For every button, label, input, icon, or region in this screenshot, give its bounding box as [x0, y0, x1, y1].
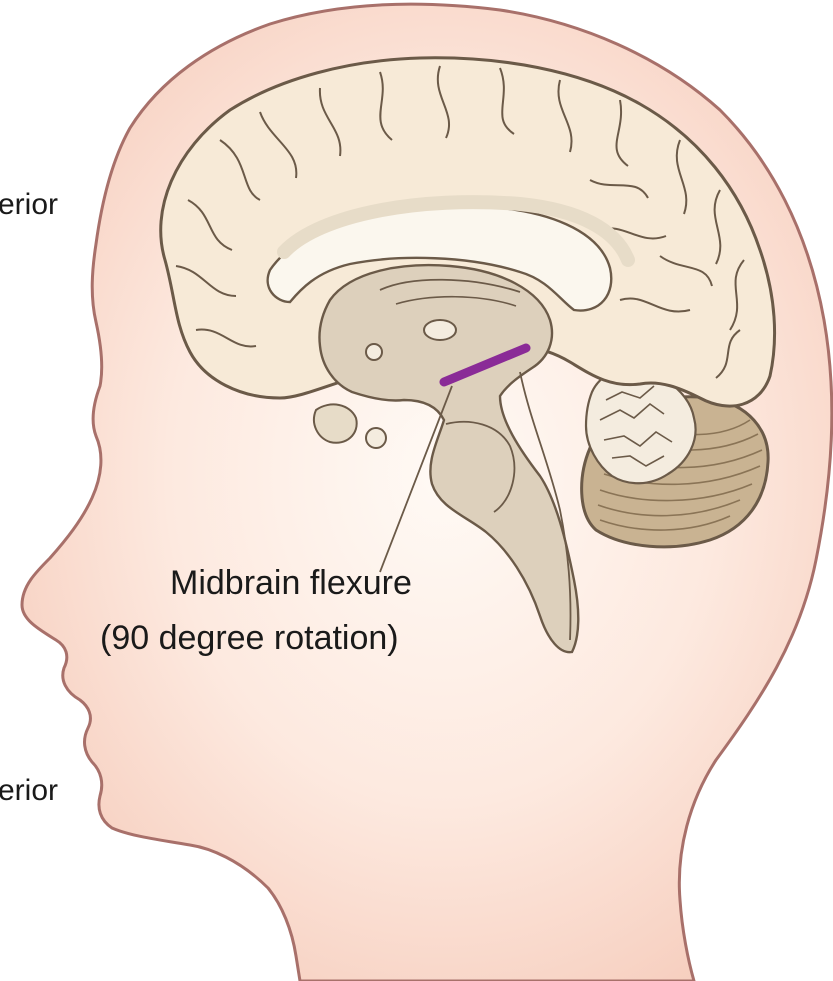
rotation-note-label: (90 degree rotation): [100, 621, 399, 655]
anterior-commissure: [366, 344, 382, 360]
midbrain-flexure-label: Midbrain flexure: [170, 566, 412, 600]
pituitary-stalk: [314, 404, 357, 442]
mammillary-body: [366, 428, 386, 448]
interthalamic-adhesion: [424, 320, 456, 340]
inferior-label: erior: [0, 776, 58, 806]
superior-label: erior: [0, 190, 58, 220]
